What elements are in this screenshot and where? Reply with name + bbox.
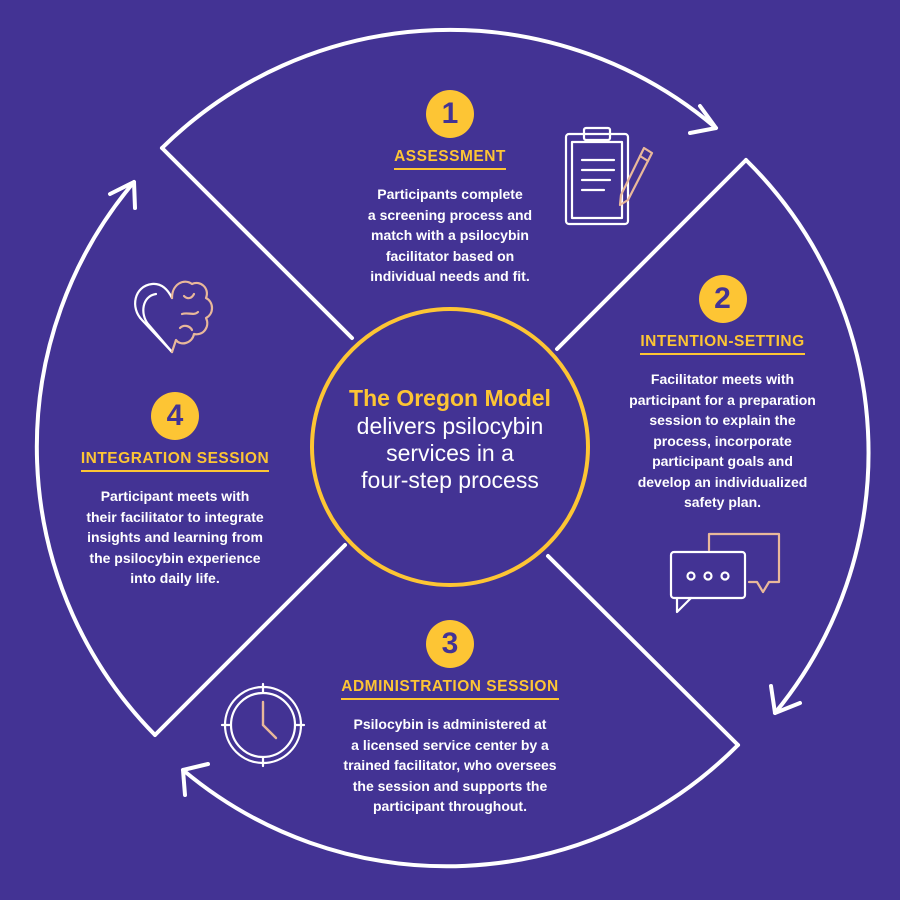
step-title: ADMINISTRATION SESSION — [341, 678, 559, 700]
step-description: Facilitator meets with participant for a… — [629, 371, 816, 510]
step-number-badge: 1 — [426, 90, 474, 138]
step-number-badge: 4 — [151, 392, 199, 440]
divider-lower-right — [546, 554, 740, 747]
center-body: delivers psilocybin services in a four-s… — [356, 413, 544, 493]
step-integration-session: 4 INTEGRATION SESSION Participant meets … — [45, 392, 305, 589]
step-description: Psilocybin is administered at a licensed… — [343, 716, 557, 814]
step-intention-setting: 2 INTENTION-SETTING Facilitator meets wi… — [590, 275, 855, 513]
heart-brain-icon — [134, 280, 214, 354]
arrowhead-top-right — [688, 104, 718, 135]
chat-bubbles-icon — [669, 532, 781, 614]
step-administration-session: 3 ADMINISTRATION SESSION Psilocybin is a… — [310, 620, 590, 817]
step-title: ASSESSMENT — [394, 148, 506, 170]
center-statement: The Oregon Model delivers psilocybin ser… — [320, 383, 580, 494]
clipboard-pencil-icon — [564, 126, 654, 226]
divider-lower-left — [153, 543, 347, 737]
step-description: Participant meets with their facilitator… — [86, 488, 264, 586]
divider-upper-left — [160, 146, 354, 340]
center-title: The Oregon Model — [349, 385, 551, 411]
step-assessment: 1 ASSESSMENT Participants complete a scr… — [320, 90, 580, 287]
step-title: INTENTION-SETTING — [640, 333, 805, 355]
cycle-arc-top — [160, 27, 718, 150]
cycle-arc-right — [744, 158, 871, 715]
step-number-badge: 3 — [426, 620, 474, 668]
divider-upper-right — [555, 158, 748, 351]
center-circle — [310, 307, 590, 587]
arrowhead-bottom-left — [181, 762, 210, 797]
arrowhead-bottom-right — [769, 684, 802, 715]
step-title: INTEGRATION SESSION — [80, 450, 270, 472]
cycle-arc-left — [34, 180, 157, 737]
clock-icon — [220, 682, 306, 768]
cycle-arc-bottom — [181, 743, 740, 869]
step-description: Participants complete a screening proces… — [367, 186, 533, 284]
arrowhead-top-left — [108, 180, 137, 210]
step-number-badge: 2 — [698, 275, 747, 323]
